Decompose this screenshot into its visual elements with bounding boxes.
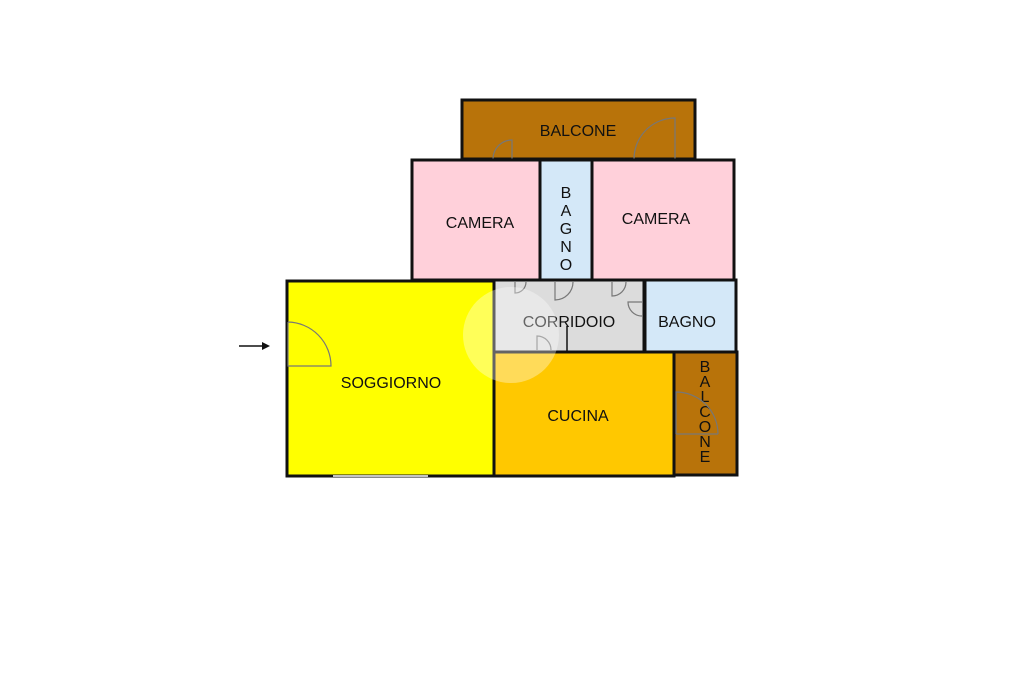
balcone-right-letter: A (700, 374, 711, 391)
bagno-vertical-label: B A G N O (560, 185, 572, 274)
bagno-vertical-letter: G (560, 221, 572, 238)
balcone-right-letter: E (700, 449, 711, 466)
corridoio-door-3 (611, 281, 627, 297)
balcone-right-door (675, 391, 719, 435)
balcone-right-letter: C (699, 404, 711, 421)
bagno-vertical-letter: B (561, 185, 572, 202)
balcone-right-letter: N (699, 434, 711, 451)
corridoio-door-2 (554, 281, 574, 301)
entrance-arrow-icon (239, 342, 270, 350)
balcone-top-door-right (633, 117, 676, 160)
balcone-top-door-left (492, 139, 513, 160)
balcone-top-label: BALCONE (540, 123, 616, 140)
soggiorno-label: SOGGIORNO (341, 375, 441, 392)
bagno-vertical-letter: A (561, 203, 572, 220)
camera-right-label: CAMERA (622, 211, 691, 228)
balcone-right (672, 350, 739, 477)
camera-right (590, 158, 736, 282)
soggiorno-entrance-door (287, 321, 332, 367)
bagno-vertical-letter: N (560, 239, 572, 256)
balcone-right-label: B A L C O N E (699, 359, 711, 466)
corridoio-door-4 (627, 301, 643, 317)
balcone-right-letter: B (700, 359, 711, 376)
watermark-logo (463, 287, 559, 383)
bagno-vertical-letter: O (560, 257, 572, 274)
corridoio-door-1 (514, 281, 527, 294)
cucina (492, 350, 676, 478)
bagno-vertical (538, 158, 594, 282)
balcone-right-letter: O (699, 419, 711, 436)
camera-left-label: CAMERA (446, 215, 515, 232)
balcone-right-letter: L (701, 389, 710, 406)
corridoio-door-6 (536, 335, 552, 351)
cucina-label: CUCINA (547, 408, 609, 425)
camera-left (410, 158, 542, 282)
bagno-right-label: BAGNO (658, 314, 716, 331)
corridoio-label: CORRIDOIO (523, 314, 615, 331)
balcone-top (460, 98, 697, 161)
